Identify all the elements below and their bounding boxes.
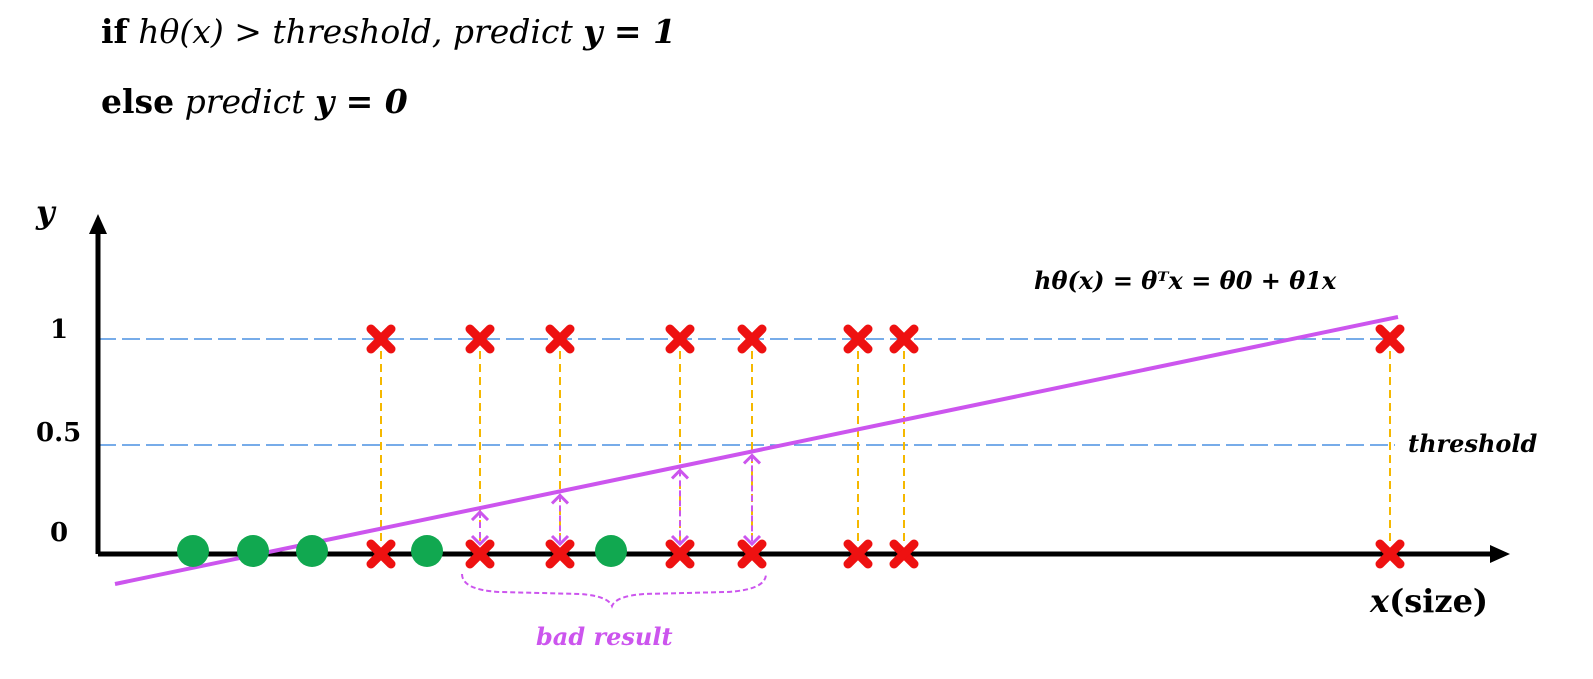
x-axis-unit: (size): [1389, 582, 1488, 620]
else-keyword: else: [101, 82, 175, 121]
bad-result-label: bad result: [536, 622, 673, 651]
positive-marker-bottom: [665, 539, 695, 569]
positive-marker-top: [889, 324, 919, 354]
regression-line: [114, 315, 1399, 586]
positive-marker-top: [737, 324, 767, 354]
positive-marker-bottom: [366, 539, 396, 569]
x-axis-arrowhead: [1490, 545, 1510, 563]
tick-label-0-5: 0.5: [36, 418, 81, 448]
positive-markers: [366, 324, 1405, 569]
positive-marker-top: [545, 324, 575, 354]
positive-marker-bottom: [889, 539, 919, 569]
positive-marker-bottom: [843, 539, 873, 569]
y-axis-label: y: [35, 193, 57, 231]
bad-result-brace: [461, 573, 767, 609]
rule-if: if hθ(x) > threshold, predict y = 1: [101, 12, 676, 51]
positive-marker-top: [465, 324, 495, 354]
negative-marker: [237, 535, 269, 567]
tick-label-0: 0: [50, 518, 68, 548]
threshold-label: threshold: [1408, 429, 1538, 458]
positive-marker-bottom: [737, 539, 767, 569]
negative-marker: [296, 535, 328, 567]
hypothesis-label: hθ(x) = θᵀx = θ0 + θ1x: [1034, 266, 1337, 295]
negative-markers: [177, 535, 627, 567]
negative-marker: [595, 535, 627, 567]
error-arrows: [470, 453, 762, 547]
projection-lines: [380, 351, 1391, 542]
positive-marker-top: [1375, 324, 1405, 354]
positive-marker-top: [665, 324, 695, 354]
x-axis-label: x(size): [1369, 582, 1488, 620]
x-axis-var: x: [1369, 582, 1390, 620]
positive-marker-bottom: [465, 539, 495, 569]
y-axis-arrowhead: [89, 214, 107, 234]
if-target: y = 1: [583, 12, 676, 51]
positive-marker-top: [366, 324, 396, 354]
else-predict: predict: [184, 82, 305, 121]
negative-marker: [177, 535, 209, 567]
if-condition: hθ(x) > threshold, predict: [138, 12, 573, 51]
if-keyword: if: [101, 12, 128, 51]
tick-label-1: 1: [50, 315, 68, 345]
rule-else: else predict y = 0: [101, 82, 408, 121]
positive-marker-bottom: [545, 539, 575, 569]
negative-marker: [411, 535, 443, 567]
positive-marker-bottom: [1375, 539, 1405, 569]
else-target: y = 0: [314, 82, 408, 121]
positive-marker-top: [843, 324, 873, 354]
